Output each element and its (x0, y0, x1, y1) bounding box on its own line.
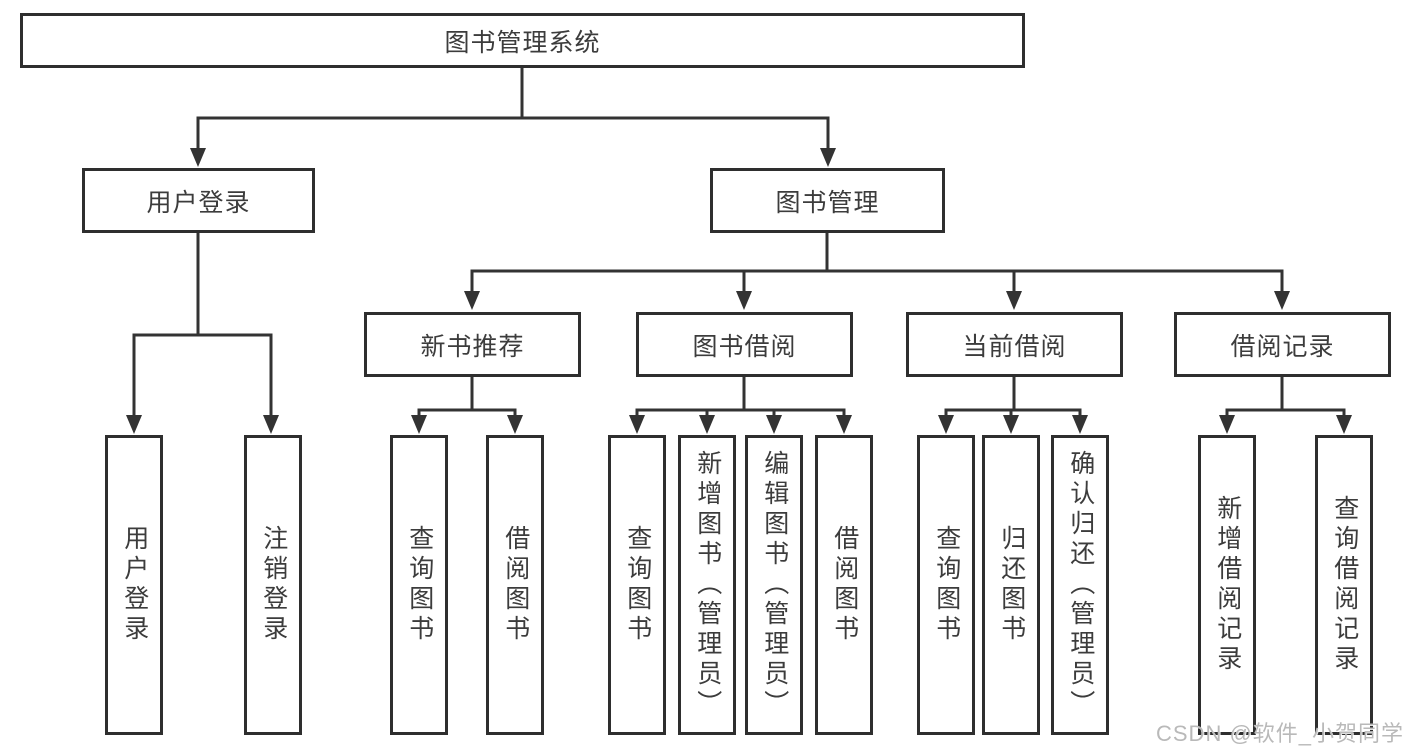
arrowhead-icon (938, 415, 954, 434)
node-label: 借阅图书 (830, 525, 859, 645)
leaf-bb-add-books-admin: 新增图书（管理员） (678, 435, 736, 735)
arrowhead-icon (1072, 415, 1088, 434)
node-root: 图书管理系统 (20, 13, 1025, 68)
arrowhead-icon (766, 415, 782, 434)
arrowhead-icon (1219, 415, 1235, 434)
node-label: 用户登录 (120, 525, 149, 645)
leaf-bb-query-books: 查询图书 (608, 435, 666, 735)
node-user-login: 用户登录 (82, 168, 315, 233)
arrowhead-icon (190, 148, 206, 167)
connector-new-book-recommend-to-leaves (417, 377, 517, 417)
connector-current-borrow-to-leaves (944, 377, 1082, 417)
arrowheads-user-login-leaves (126, 415, 279, 434)
connector-line (470, 269, 1284, 293)
connector-book-management-to-level3 (470, 233, 1284, 293)
leaf-br-add-record: 新增借阅记录 (1198, 435, 1256, 735)
node-label: 借阅图书 (501, 525, 530, 645)
leaf-cb-query-books: 查询图书 (917, 435, 975, 735)
arrowheads-book-borrow (629, 415, 852, 434)
node-label: 编辑图书（管理员） (760, 450, 789, 720)
connector-line (635, 408, 846, 417)
leaf-nbr-query-books: 查询图书 (390, 435, 448, 735)
leaf-nbr-borrow-books: 借阅图书 (486, 435, 544, 735)
node-label: 新书推荐 (420, 332, 525, 361)
arrowhead-icon (820, 148, 836, 167)
node-book-management: 图书管理 (710, 168, 945, 233)
arrowheads-level3 (464, 291, 1290, 310)
leaf-br-query-record: 查询借阅记录 (1315, 435, 1373, 735)
connector-user-login-to-leaves (132, 233, 273, 417)
node-borrow-records: 借阅记录 (1174, 312, 1391, 377)
node-label: 归还图书 (997, 525, 1026, 645)
node-label: 新增借阅记录 (1213, 495, 1242, 675)
arrowhead-icon (629, 415, 645, 434)
node-label: 图书借阅 (692, 332, 797, 361)
node-label: 借阅记录 (1230, 332, 1335, 361)
arrowhead-icon (736, 291, 752, 310)
node-label: 图书管理系统 (444, 28, 601, 57)
leaf-bb-edit-books-admin: 编辑图书（管理员） (745, 435, 803, 735)
arrowhead-icon (126, 415, 142, 434)
node-book-borrow: 图书借阅 (636, 312, 853, 377)
connector-root-to-level2 (196, 68, 830, 150)
arrowhead-icon (464, 291, 480, 310)
connector-line (196, 116, 830, 150)
arrowhead-icon (263, 415, 279, 434)
arrowhead-icon (507, 415, 523, 434)
node-label: 用户登录 (146, 188, 251, 217)
connector-line (417, 408, 517, 417)
node-label: 查询图书 (405, 525, 434, 645)
node-new-book-recommend: 新书推荐 (364, 312, 581, 377)
connector-line (132, 333, 273, 417)
node-label: 当前借阅 (962, 332, 1067, 361)
node-label: 确认归还（管理员） (1066, 450, 1095, 720)
arrowheads-current-borrow (938, 415, 1088, 434)
connector-borrow-records-to-leaves (1225, 377, 1346, 417)
arrowhead-icon (836, 415, 852, 434)
leaf-user-login: 用户登录 (105, 435, 163, 735)
csdn-watermark: CSDN @软件_小贺同学 (1156, 721, 1405, 746)
arrowhead-icon (1006, 291, 1022, 310)
arrowhead-icon (1003, 415, 1019, 434)
node-label: 新增图书（管理员） (693, 450, 722, 720)
leaf-cb-return-books: 归还图书 (982, 435, 1040, 735)
arrowheads-new-book-recommend (411, 415, 523, 434)
node-current-borrow: 当前借阅 (906, 312, 1123, 377)
leaf-bb-borrow-books: 借阅图书 (815, 435, 873, 735)
leaf-cb-confirm-return-admin: 确认归还（管理员） (1051, 435, 1109, 735)
arrowheads-borrow-records (1219, 415, 1352, 434)
node-label: 图书管理 (775, 188, 880, 217)
arrowhead-icon (699, 415, 715, 434)
arrowhead-icon (411, 415, 427, 434)
connector-line (944, 408, 1082, 417)
node-label: 注销登录 (259, 525, 288, 645)
leaf-logout: 注销登录 (244, 435, 302, 735)
connector-book-borrow-to-leaves (635, 377, 846, 417)
arrowhead-icon (1336, 415, 1352, 434)
node-label: 查询图书 (932, 525, 961, 645)
connector-line (1225, 408, 1346, 417)
node-label: 查询图书 (623, 525, 652, 645)
arrowhead-icon (1274, 291, 1290, 310)
arrowheads-level2 (190, 148, 836, 167)
node-label: 查询借阅记录 (1330, 495, 1359, 675)
